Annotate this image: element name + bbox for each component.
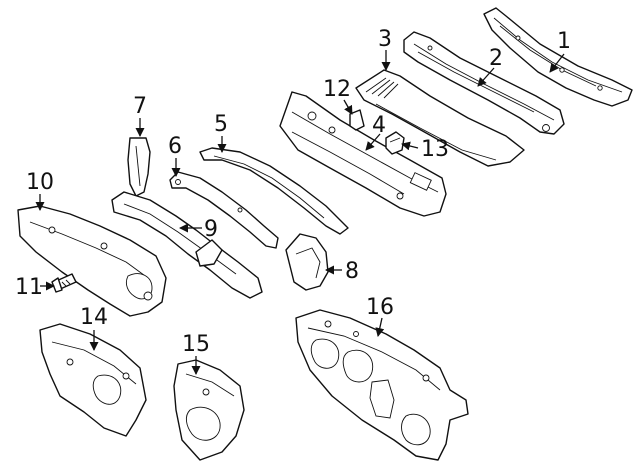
callout-7: 7: [133, 94, 147, 119]
part-9-brace-assembly: [111, 191, 263, 299]
callout-2: 2: [489, 46, 503, 71]
callout-12: 12: [323, 77, 351, 102]
leader-16: [375, 317, 385, 337]
part-11-bolt: [51, 273, 77, 293]
leader-4: [365, 133, 381, 151]
part-16-large-dash-insulator: [295, 309, 469, 461]
leader-13: [401, 141, 419, 151]
callout-15: 15: [182, 332, 210, 357]
callout-8: 8: [345, 259, 359, 284]
leader-12: [343, 99, 353, 115]
part-4-plenum-panel: [279, 91, 447, 217]
callout-11: 11: [15, 275, 43, 300]
callout-6: 6: [168, 134, 182, 159]
part-12-small-bracket: [349, 109, 365, 131]
part-10-dash-insulator: [17, 205, 167, 317]
callout-10: 10: [26, 170, 54, 195]
callout-4: 4: [372, 113, 386, 138]
leader-2: [477, 67, 495, 87]
leader-1: [549, 53, 565, 73]
part-15-lower-insulator-center: [173, 359, 245, 461]
callout-labels: 1 2 3 4 5 6 7 8 9 10 11 12 13 14 15 16: [15, 27, 571, 357]
callout-13: 13: [421, 137, 449, 162]
callout-14: 14: [80, 305, 108, 330]
part-8-splash-shield: [285, 233, 329, 291]
callout-3: 3: [378, 27, 392, 52]
part-1-upper-cowl-panel: [483, 7, 633, 107]
callout-5: 5: [214, 112, 228, 137]
callout-1: 1: [557, 29, 571, 54]
part-14-lower-insulator: [39, 323, 147, 437]
part-3-cowl-grille-panel: [355, 69, 525, 167]
part-6-support-bracket: [169, 171, 279, 249]
part-7-vertical-bracket: [127, 137, 151, 197]
part-13-clip: [385, 131, 405, 155]
part-5-reinforcement-bar: [199, 147, 349, 235]
callout-leaders: [35, 50, 565, 375]
callout-16: 16: [366, 295, 394, 320]
callout-9: 9: [204, 217, 218, 242]
